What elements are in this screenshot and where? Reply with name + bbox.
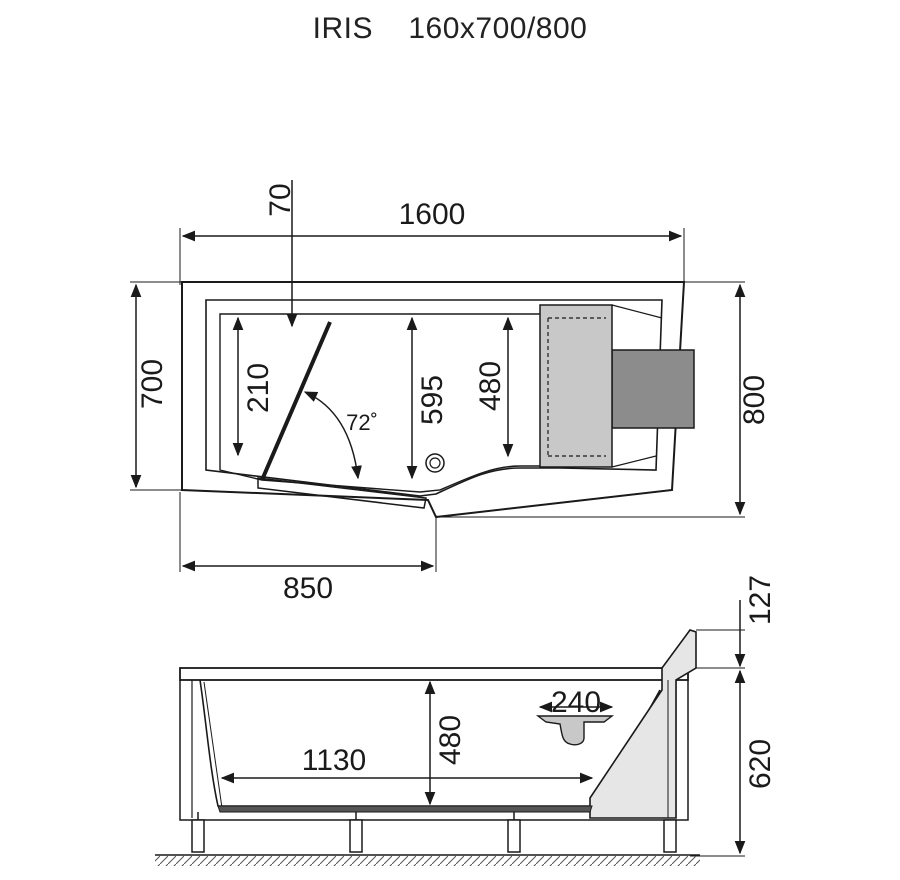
leg-left <box>191 819 205 853</box>
headrest-block <box>611 349 695 429</box>
model-size: 160x700/800 <box>408 12 588 45</box>
bath-panel <box>179 667 689 681</box>
tub-outer-rim <box>181 281 686 519</box>
screen-rail <box>257 477 427 509</box>
dim-inner-mid: 595 <box>416 375 449 425</box>
dim-headrest-width: 240 <box>551 686 601 719</box>
dim-inner-right: 480 <box>474 361 507 411</box>
dim-side-depth: 480 <box>434 715 467 765</box>
dim-inner-left: 210 <box>242 363 275 413</box>
headrest-profile <box>589 629 697 819</box>
dim-headrest-height: 127 <box>744 575 777 625</box>
tub-inner-rim <box>205 299 663 497</box>
pillow-icon <box>535 715 615 746</box>
dim-inner-length: 1130 <box>302 744 367 777</box>
side-view <box>155 600 746 866</box>
dim-bottom-length: 850 <box>283 572 333 605</box>
dim-depth-left: 700 <box>136 359 169 409</box>
model-name: IRIS <box>312 12 373 45</box>
drain-icon <box>425 453 445 473</box>
drawing-title: IRIS 160x700/800 <box>0 12 900 46</box>
headrest-pillow <box>539 304 613 468</box>
leg-right-b <box>663 819 677 853</box>
dim-depth-right: 800 <box>738 375 771 425</box>
leg-right-a <box>507 819 521 853</box>
dim-offset: 70 <box>264 183 297 216</box>
dim-overall-height: 620 <box>744 739 777 789</box>
dim-width: 1600 <box>399 198 466 231</box>
top-view <box>130 180 746 572</box>
shower-screen <box>260 321 332 481</box>
tub-basin <box>219 313 611 493</box>
dim-angle: 72˚ <box>346 410 378 435</box>
leg-mid <box>349 819 363 853</box>
floor-hatch <box>155 856 700 866</box>
